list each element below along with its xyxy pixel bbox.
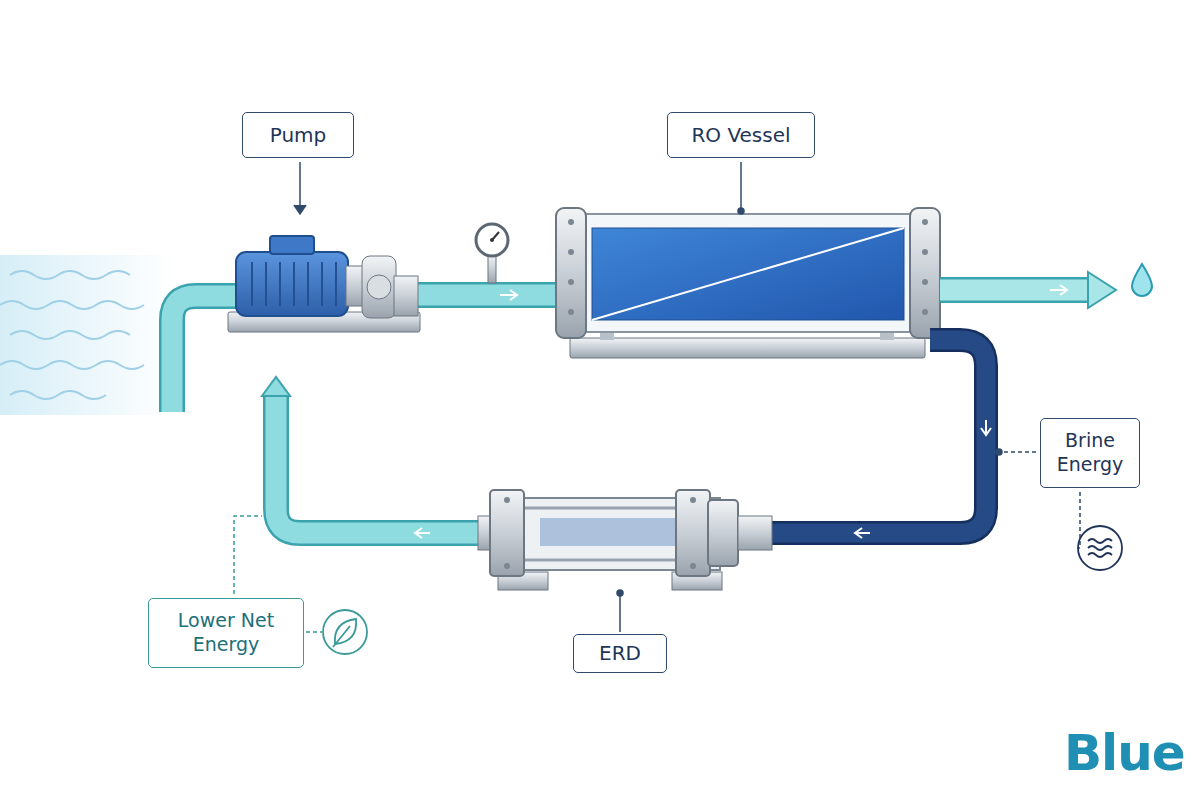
leader-lines bbox=[234, 162, 1080, 632]
feed-pipe bbox=[415, 290, 560, 300]
callout-label: Brine Energy bbox=[1051, 429, 1129, 477]
erd-illustration bbox=[478, 490, 772, 590]
callout-box: RO Vessel bbox=[667, 112, 815, 158]
leaf-icon bbox=[323, 610, 367, 654]
callout-label: Lower Net Energy bbox=[159, 609, 293, 657]
seawater bbox=[0, 255, 175, 415]
pressure-gauge bbox=[476, 224, 508, 283]
wave-icon bbox=[1078, 526, 1122, 570]
callout-label: ERD bbox=[599, 641, 641, 666]
callout-box: Pump bbox=[242, 112, 354, 158]
product-pipe bbox=[940, 264, 1152, 308]
ro-vessel-illustration bbox=[556, 208, 940, 358]
callout-label: RO Vessel bbox=[691, 123, 790, 148]
callout-box: Lower Net Energy bbox=[148, 598, 304, 668]
callout-label: Pump bbox=[270, 123, 327, 148]
brand-logo: Blue bbox=[1064, 724, 1185, 782]
callout-box: Brine Energy bbox=[1040, 418, 1140, 488]
callout-box: ERD bbox=[573, 634, 667, 673]
pump-illustration bbox=[228, 236, 420, 332]
brine-pipe bbox=[770, 340, 991, 538]
return-pipe bbox=[262, 377, 478, 538]
